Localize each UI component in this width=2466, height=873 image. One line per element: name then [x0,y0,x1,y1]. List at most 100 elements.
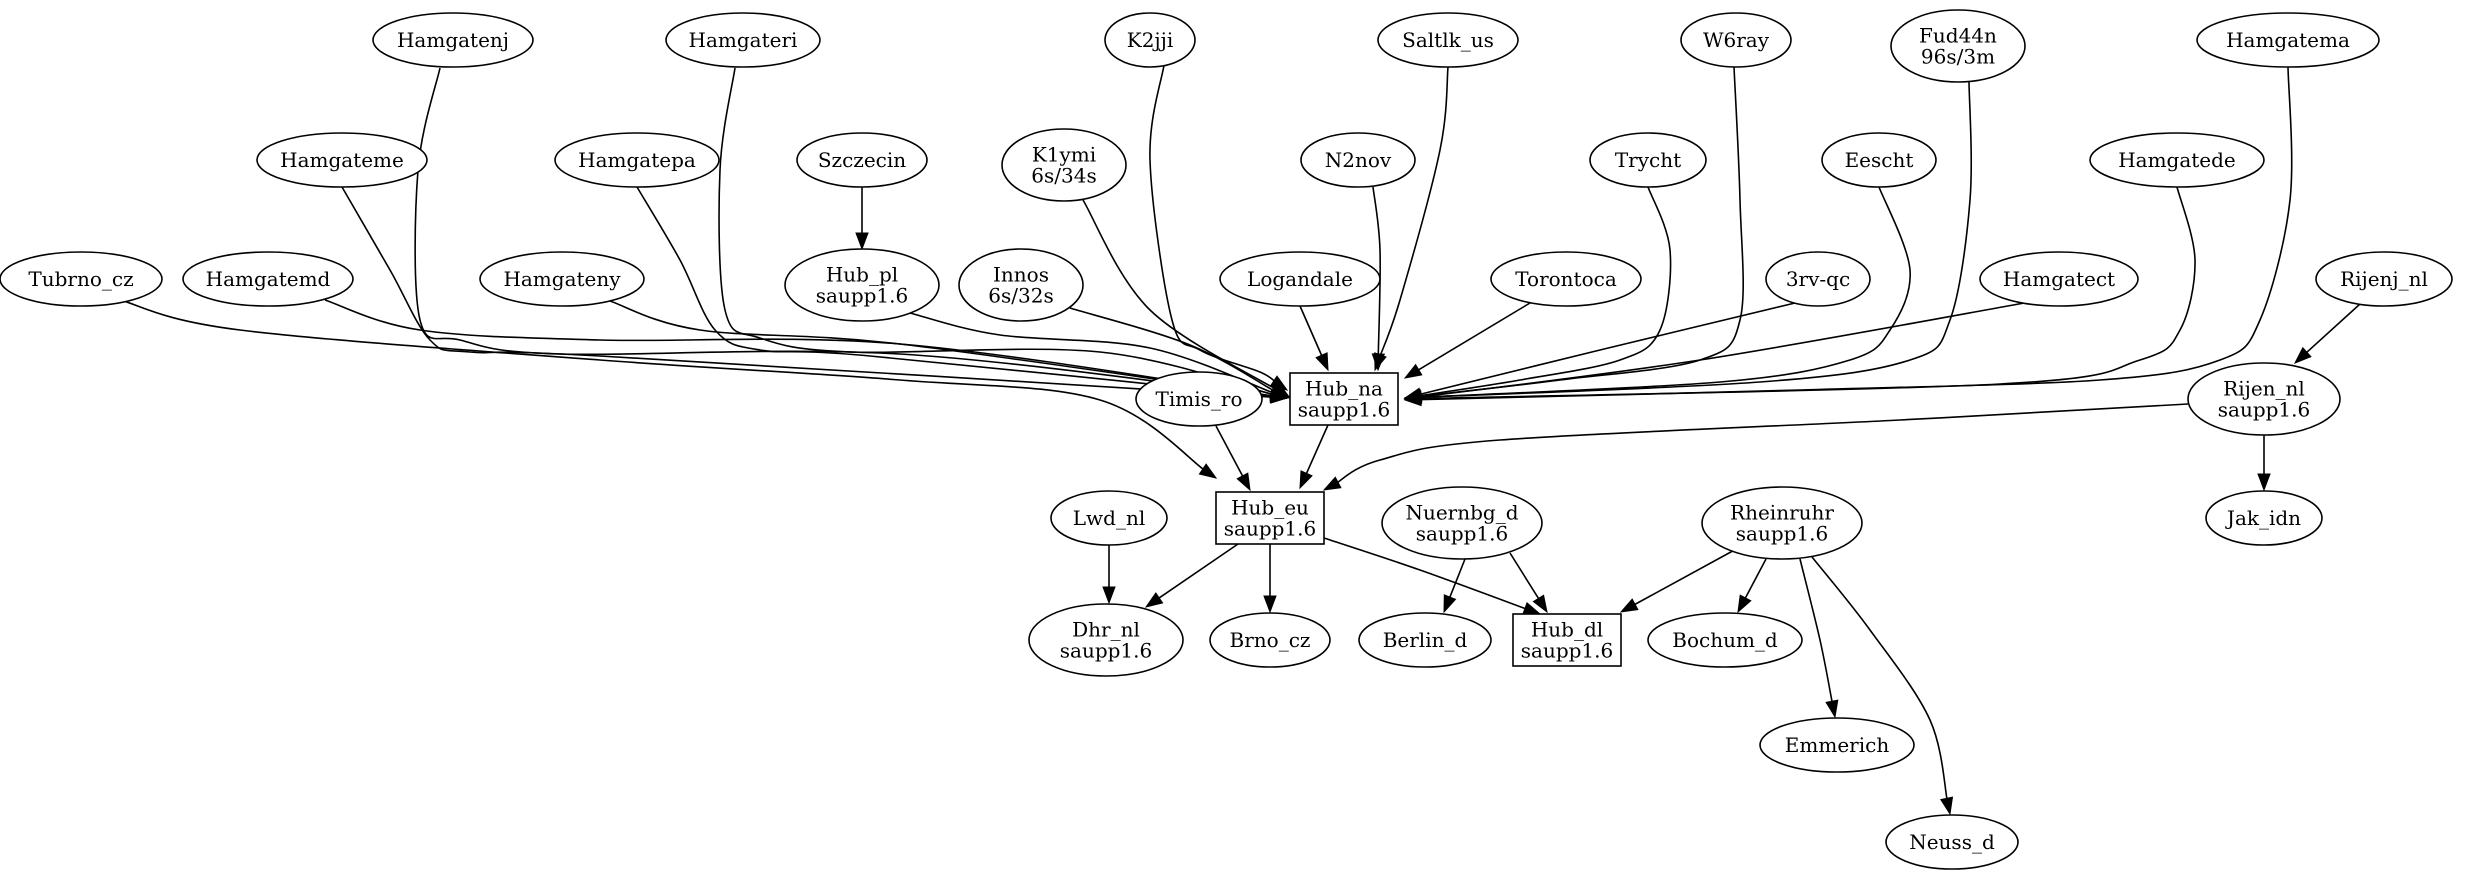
node-label: 96s/3m [1921,45,1995,69]
node-ellipse [958,248,1084,322]
edge-timis-ro-to-hub-eu [1215,425,1251,492]
node-berlin-d: Berlin_d [1358,612,1492,668]
node-ellipse [1759,717,1915,773]
node-ellipse [1701,486,1863,560]
node-ellipse [2089,132,2265,188]
node-ellipse [554,132,720,188]
node-label: Hub_eu [1231,496,1309,520]
edge-line [1416,66,2293,401]
node-label: saupp1.6 [1521,639,1613,663]
edge-hub-na-to-hub-eu [1299,424,1329,490]
edge-line [1742,558,1767,602]
node-hamgatepa: Hamgatepa [554,132,720,188]
node-ellipse [1135,371,1263,427]
node-ellipse [2205,490,2323,546]
edge-w6ray-to-hub-na [1403,66,1744,403]
node-hamgateme: Hamgateme [256,132,428,188]
edge-line [2303,303,2361,356]
edge-nuernbg-d-to-berlin-d [1443,558,1466,614]
edge-fud44n-to-hub-na [1403,81,1973,404]
node-ellipse [1765,251,1871,307]
node-ellipse [796,132,928,188]
node-box [1512,613,1622,667]
node-label: Hub_dl [1531,618,1603,642]
arrowhead [1371,353,1386,372]
edge-line [1799,558,1834,706]
node-szczecin: Szczecin [796,132,928,188]
edge-line [909,312,1277,395]
node-bochum-d: Bochum_d [1647,612,1803,668]
arrowhead [1269,384,1289,399]
node-logandale: Logandale [1219,251,1381,307]
edge-line [1416,81,1973,399]
edge-hamgatema-to-hub-na [1403,66,2293,407]
node-label: 6s/34s [1031,164,1096,188]
edge-line [1323,537,1530,611]
node-ellipse [1890,9,2026,83]
node-label: Hamgatect [2003,267,2115,291]
node-label: Rijenj_nl [2340,267,2428,291]
node-label: Hamgateny [503,267,621,291]
node-w6ray: W6ray [1680,12,1792,68]
node-ellipse [1979,251,2139,307]
edge-line [636,186,1276,398]
edge-tubrno-cz-to-hub-eu [119,299,1218,479]
node-label: N2nov [1325,148,1392,172]
edge-line [324,299,1276,398]
node-ellipse [784,248,940,322]
edge-rheinruhr-to-emmerich [1799,558,1839,719]
node-ellipse [1209,612,1331,668]
node-label: Hamgatede [2118,148,2236,172]
node-label: Hamgateme [280,148,404,172]
arrowhead [2257,473,2271,492]
arrowhead [1939,796,1954,816]
edge-line [1811,556,1949,803]
node-label: saupp1.6 [1060,639,1152,663]
node-label: Hamgatenj [397,28,509,52]
edge-hub-eu-to-dhr-nl [1144,543,1239,608]
edge-line [718,67,1276,396]
node-ellipse [1377,12,1519,68]
edge-line [1416,186,2196,400]
node-label: 3rv-qc [1786,267,1850,291]
node-torontoca: Torontoca [1490,251,1642,307]
node-label: Timis_ro [1156,387,1243,411]
node-ellipse [1219,251,1381,307]
node-label: Hamgatema [2226,28,2350,52]
node-hamgatenj: Hamgatenj [372,12,534,68]
edge-line [1416,186,1911,399]
node-ellipse [1104,12,1196,68]
node-ellipse [2196,12,2380,68]
edge-line [1215,425,1246,480]
node-label: Hamgateri [689,28,798,52]
node-ellipse [1358,612,1492,668]
edge-rheinruhr-to-hub-dl [1619,546,1741,613]
node-ellipse [1885,814,2019,870]
edge-rijen-nl-to-jak-idn [2257,435,2271,492]
node-label: Berlin_d [1383,628,1468,652]
edge-3rv-qc-to-hub-na [1403,302,1796,401]
edge-line [414,67,1276,398]
node-ellipse [2187,362,2341,436]
edge-rijen-nl-to-hub-eu [1322,403,2189,491]
node-label: Hamgatepa [578,148,696,172]
edge-line [1082,199,1281,393]
node-label: Hamgatemd [206,267,331,291]
node-ellipse [1381,486,1543,560]
edge-nuernbg-d-to-hub-dl [1509,552,1548,614]
edge-line [341,186,1276,399]
node-label: saupp1.6 [1298,398,1390,422]
node-label: saupp1.6 [816,284,908,308]
node-label: Hub_na [1305,377,1383,401]
arrowhead [1619,598,1639,613]
node-label: Brno_cz [1230,628,1311,652]
node-label: Trycht [1615,148,1681,172]
